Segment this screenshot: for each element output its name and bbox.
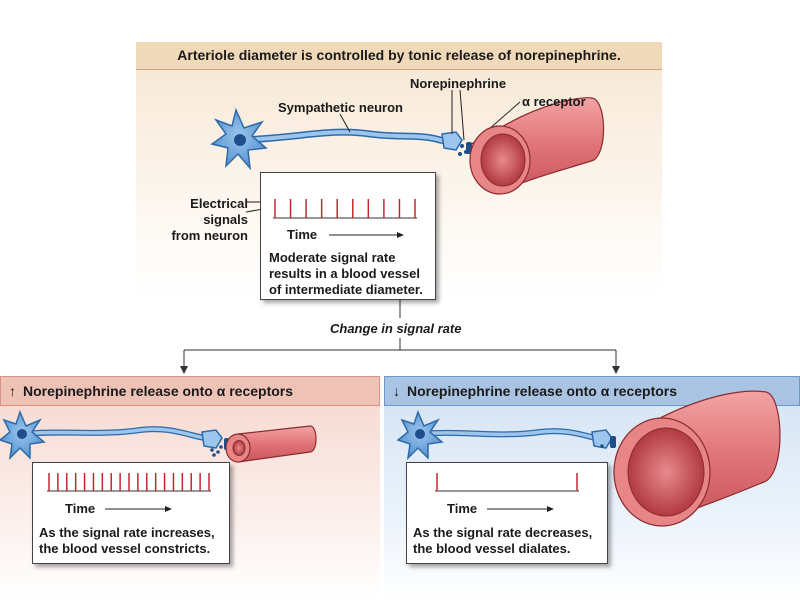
increase-panel-header: ↑ Norepinephrine release onto α receptor… (0, 376, 380, 406)
electrical-signals-label-1: Electrical (190, 196, 248, 211)
alpha-receptor-label: α receptor (522, 94, 586, 109)
top-time-arrow (329, 232, 404, 238)
right-blood-vessel (613, 390, 781, 527)
branch-arrowheads (180, 366, 620, 374)
left-time-arrow (105, 506, 172, 512)
top-signal-box: Time Moderate signal rate results in a b… (260, 172, 436, 300)
top-time-label: Time (287, 227, 318, 242)
left-desc-line-1: As the signal rate increases, (39, 525, 215, 540)
electrical-signals-label-2: signals (203, 212, 248, 227)
top-spike-train (273, 199, 417, 219)
left-blood-vessel (225, 425, 317, 463)
change-in-signal-rate-label: Change in signal rate (330, 321, 462, 336)
electrical-signals-label-3: from neuron (171, 228, 248, 243)
right-spike-train (435, 473, 579, 492)
right-time-arrow (487, 506, 554, 512)
top-desc-line-1: Moderate signal rate (269, 250, 396, 265)
top-panel-title: Arteriole diameter is controlled by toni… (136, 42, 662, 70)
right-desc-line-1: As the signal rate decreases, (413, 525, 593, 540)
decrease-panel-title: Norepinephrine release onto α receptors (407, 383, 678, 399)
up-arrow-icon: ↑ (9, 383, 16, 399)
right-desc-line-2: the blood vessel dialates. (413, 541, 571, 556)
top-blood-vessel (469, 97, 605, 195)
left-time-label: Time (65, 501, 96, 516)
top-desc-line-2: results in a blood vessel (269, 266, 420, 281)
right-signal-box: Time As the signal rate decreases, the b… (406, 462, 608, 564)
down-arrow-icon: ↓ (393, 383, 400, 399)
left-desc-line-2: the blood vessel constricts. (39, 541, 211, 556)
left-spike-train (47, 473, 211, 492)
branch-connector (183, 300, 617, 368)
right-time-label: Time (447, 501, 478, 516)
left-neuron (0, 409, 229, 461)
right-neuron (396, 409, 616, 461)
top-neuron (210, 107, 472, 171)
left-signal-box: Time As the signal rate increases, the b… (32, 462, 230, 564)
top-desc-line-3: of intermediate diameter. (269, 282, 423, 297)
sympathetic-neuron-label: Sympathetic neuron (278, 100, 403, 115)
norepinephrine-label: Norepinephrine (410, 76, 507, 91)
increase-panel-title: Norepinephrine release onto α receptors (23, 383, 294, 399)
